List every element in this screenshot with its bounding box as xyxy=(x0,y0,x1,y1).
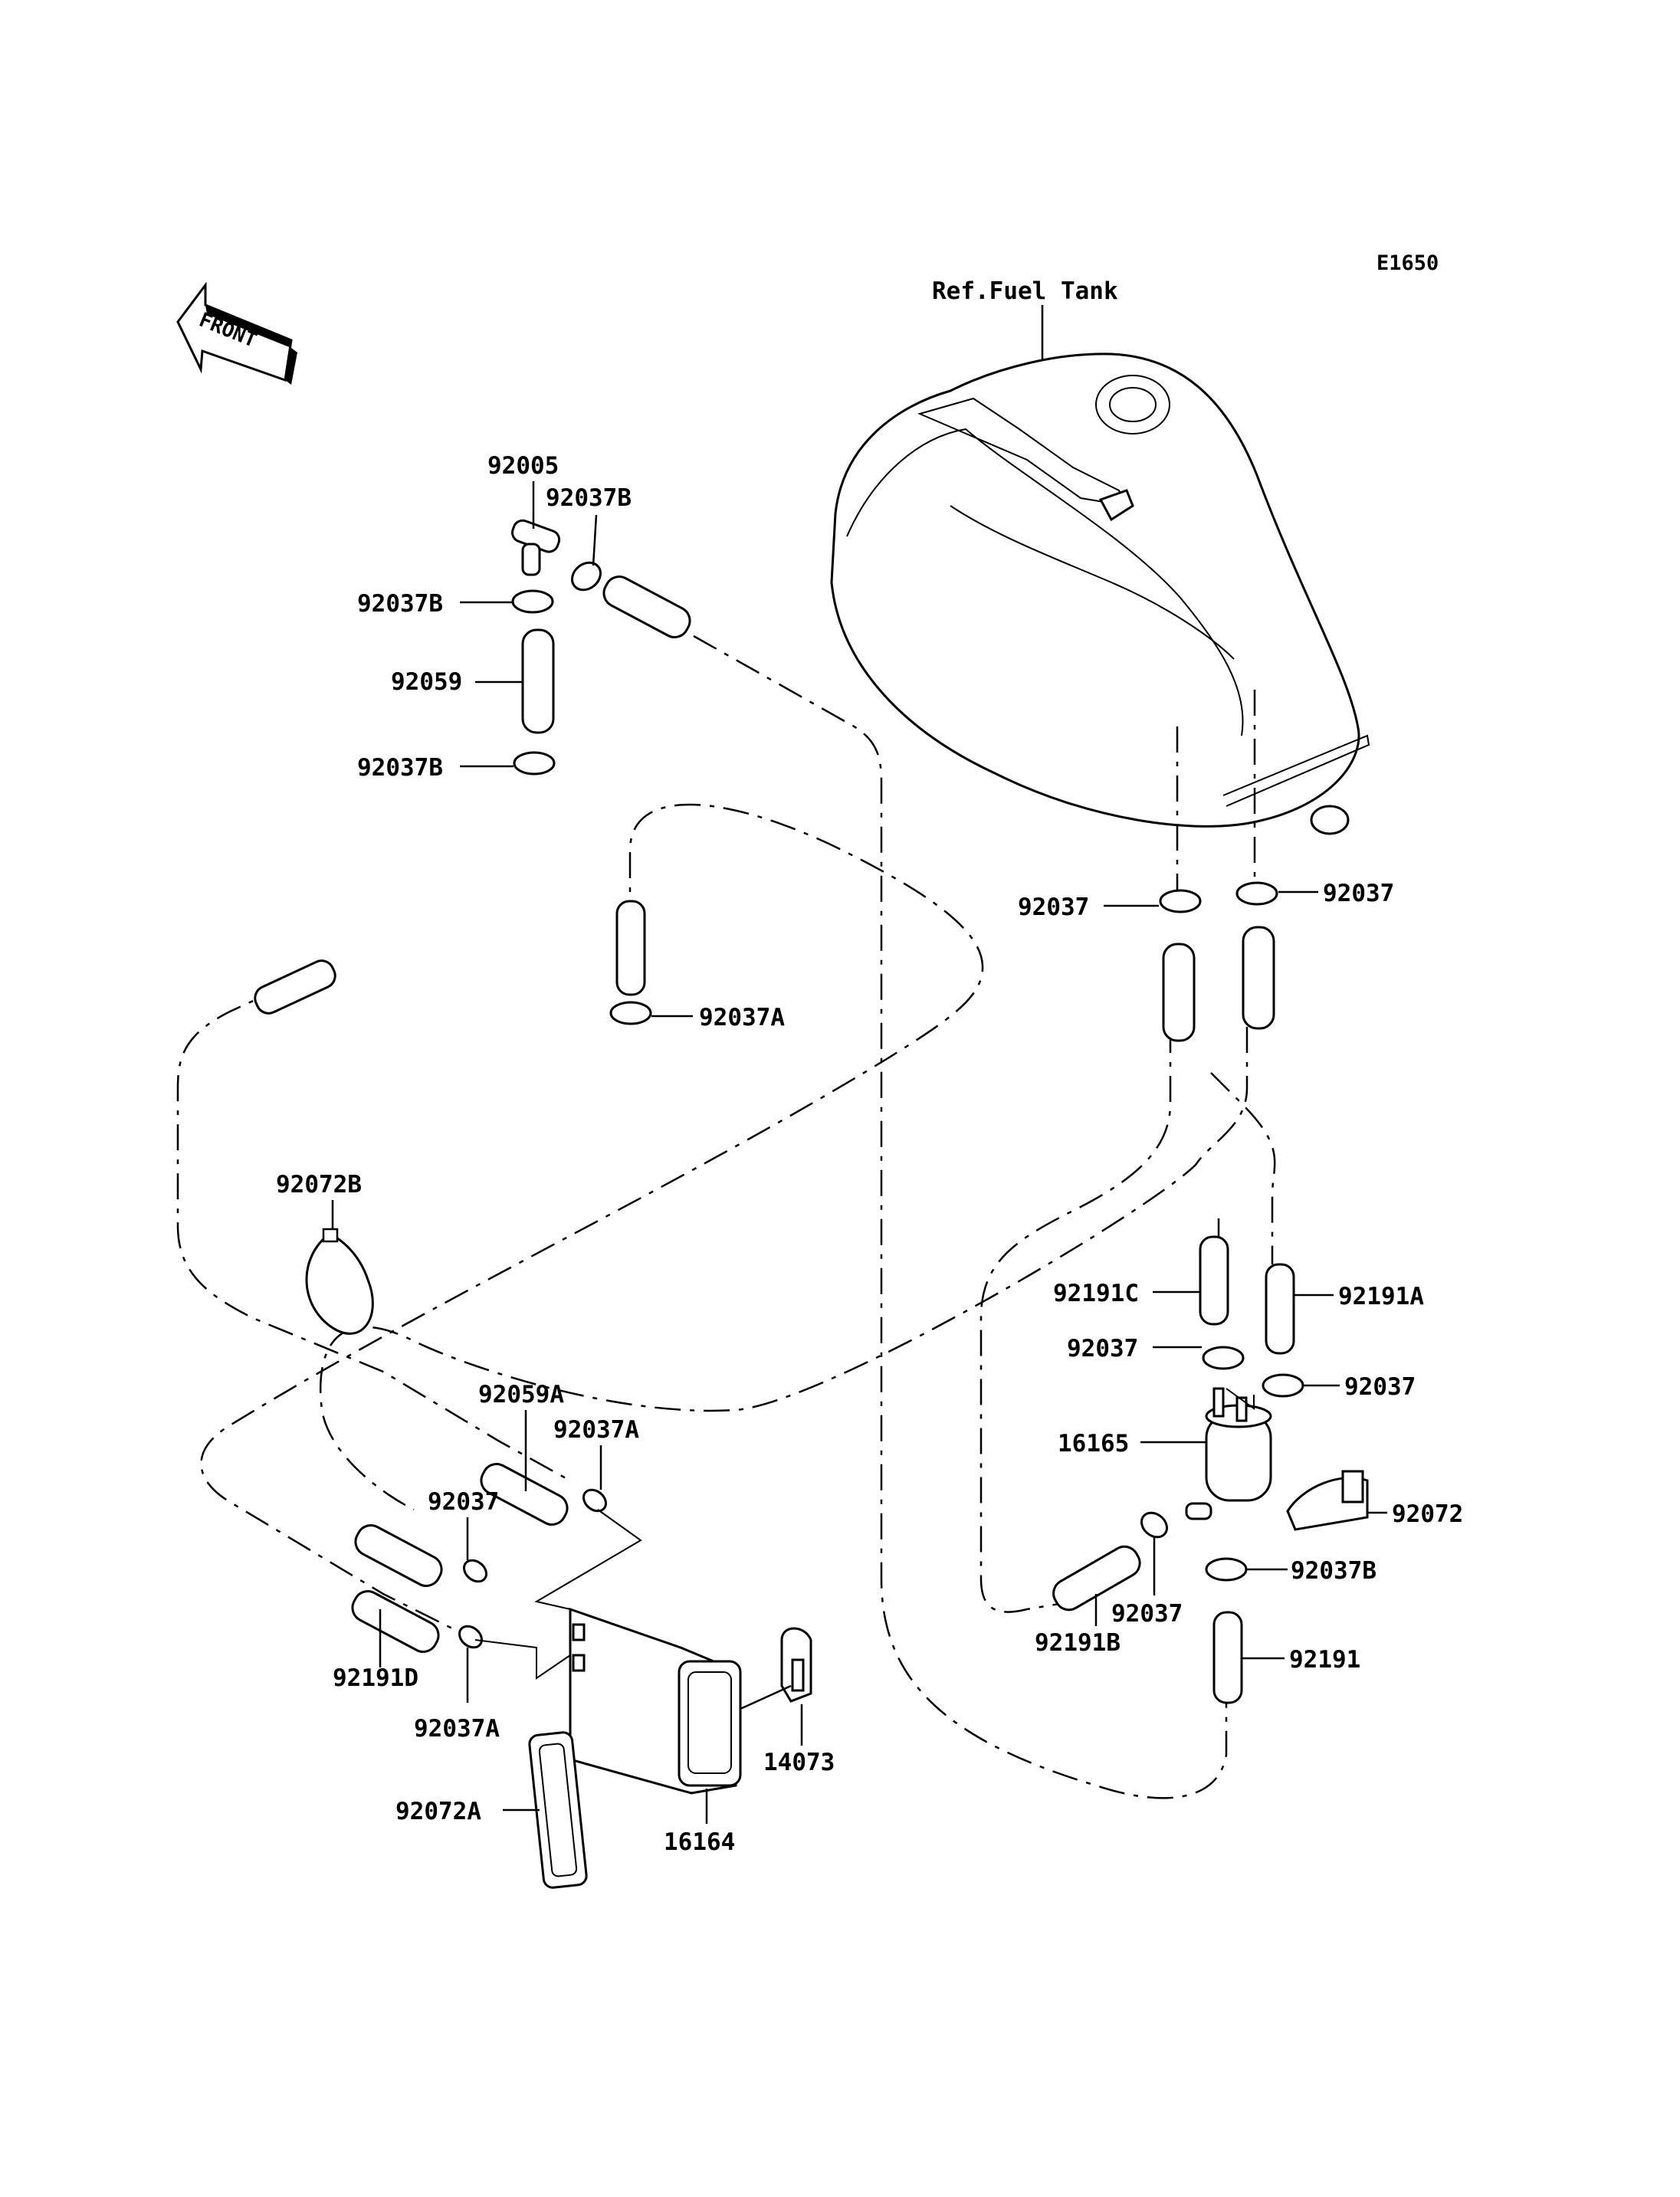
label-92037A-mid: 92037A xyxy=(699,1004,785,1031)
leader-lines xyxy=(331,481,1387,1824)
label-92005: 92005 xyxy=(487,452,559,480)
label-92191C: 92191C xyxy=(1053,1280,1139,1307)
label-92191D: 92191D xyxy=(333,1664,418,1692)
hose-left-short xyxy=(254,959,336,1015)
fuel-tank: Ref.Fuel Tank xyxy=(830,277,1370,835)
label-92037-canister: 92037 xyxy=(428,1488,499,1516)
label-92037A-canister-low: 92037A xyxy=(414,1715,500,1743)
label-92037B-top: 92037B xyxy=(546,484,632,512)
label-92037-pump-left: 92037 xyxy=(1067,1335,1138,1362)
diagram-code: E1650 xyxy=(1376,251,1439,275)
front-arrow-icon: FRONT xyxy=(176,281,297,385)
label-16165: 16165 xyxy=(1058,1430,1129,1458)
ref-fuel-tank-label: Ref.Fuel Tank xyxy=(932,277,1118,305)
strap-92072A xyxy=(528,1731,588,1889)
clamp-92037B-left xyxy=(511,589,554,614)
label-92037B-left: 92037B xyxy=(357,590,443,618)
hose-92059 xyxy=(521,628,555,734)
part-labels: 92005 92037B 92037B 92059 92037B 92037A … xyxy=(276,452,1463,1856)
label-92191A: 92191A xyxy=(1338,1283,1424,1310)
label-92059: 92059 xyxy=(391,668,462,696)
label-92059A: 92059A xyxy=(478,1381,564,1408)
hose-mid-92037A xyxy=(609,900,652,1025)
label-92191: 92191 xyxy=(1289,1646,1360,1674)
tee-fitting-92005 xyxy=(511,519,561,576)
label-16164: 16164 xyxy=(664,1828,735,1856)
label-92037-pump-low: 92037 xyxy=(1111,1600,1183,1628)
label-92072: 92072 xyxy=(1392,1500,1463,1528)
pump-lower-parts xyxy=(1052,1511,1248,1704)
hose-92059-short xyxy=(602,575,691,638)
pump-hoses xyxy=(1199,1235,1304,1398)
label-92037-tank-left: 92037 xyxy=(1018,894,1089,921)
canister-hoses xyxy=(351,1463,642,1680)
label-92037B-low: 92037B xyxy=(357,754,443,782)
clamp-92037B-top xyxy=(571,561,602,592)
label-92037A-canister-top: 92037A xyxy=(553,1416,639,1444)
clamp-92037B-low xyxy=(513,751,556,776)
bracket-14073 xyxy=(740,1627,812,1710)
tank-clamps-and-hoses xyxy=(1159,881,1278,1042)
fuel-pump-16165 xyxy=(1185,1387,1272,1520)
canister-16164 xyxy=(569,1607,742,1795)
label-14073: 14073 xyxy=(763,1749,835,1776)
strap-92072B xyxy=(305,1228,374,1335)
label-92072A: 92072A xyxy=(395,1798,481,1825)
label-92037B-pump: 92037B xyxy=(1291,1557,1376,1585)
label-92072B: 92072B xyxy=(276,1171,362,1199)
label-92191B: 92191B xyxy=(1035,1629,1121,1657)
label-92037-pump-right: 92037 xyxy=(1344,1373,1416,1401)
bracket-92072 xyxy=(1286,1470,1369,1531)
label-92037-tank-right: 92037 xyxy=(1323,880,1394,907)
hose-routing xyxy=(176,635,1276,1799)
